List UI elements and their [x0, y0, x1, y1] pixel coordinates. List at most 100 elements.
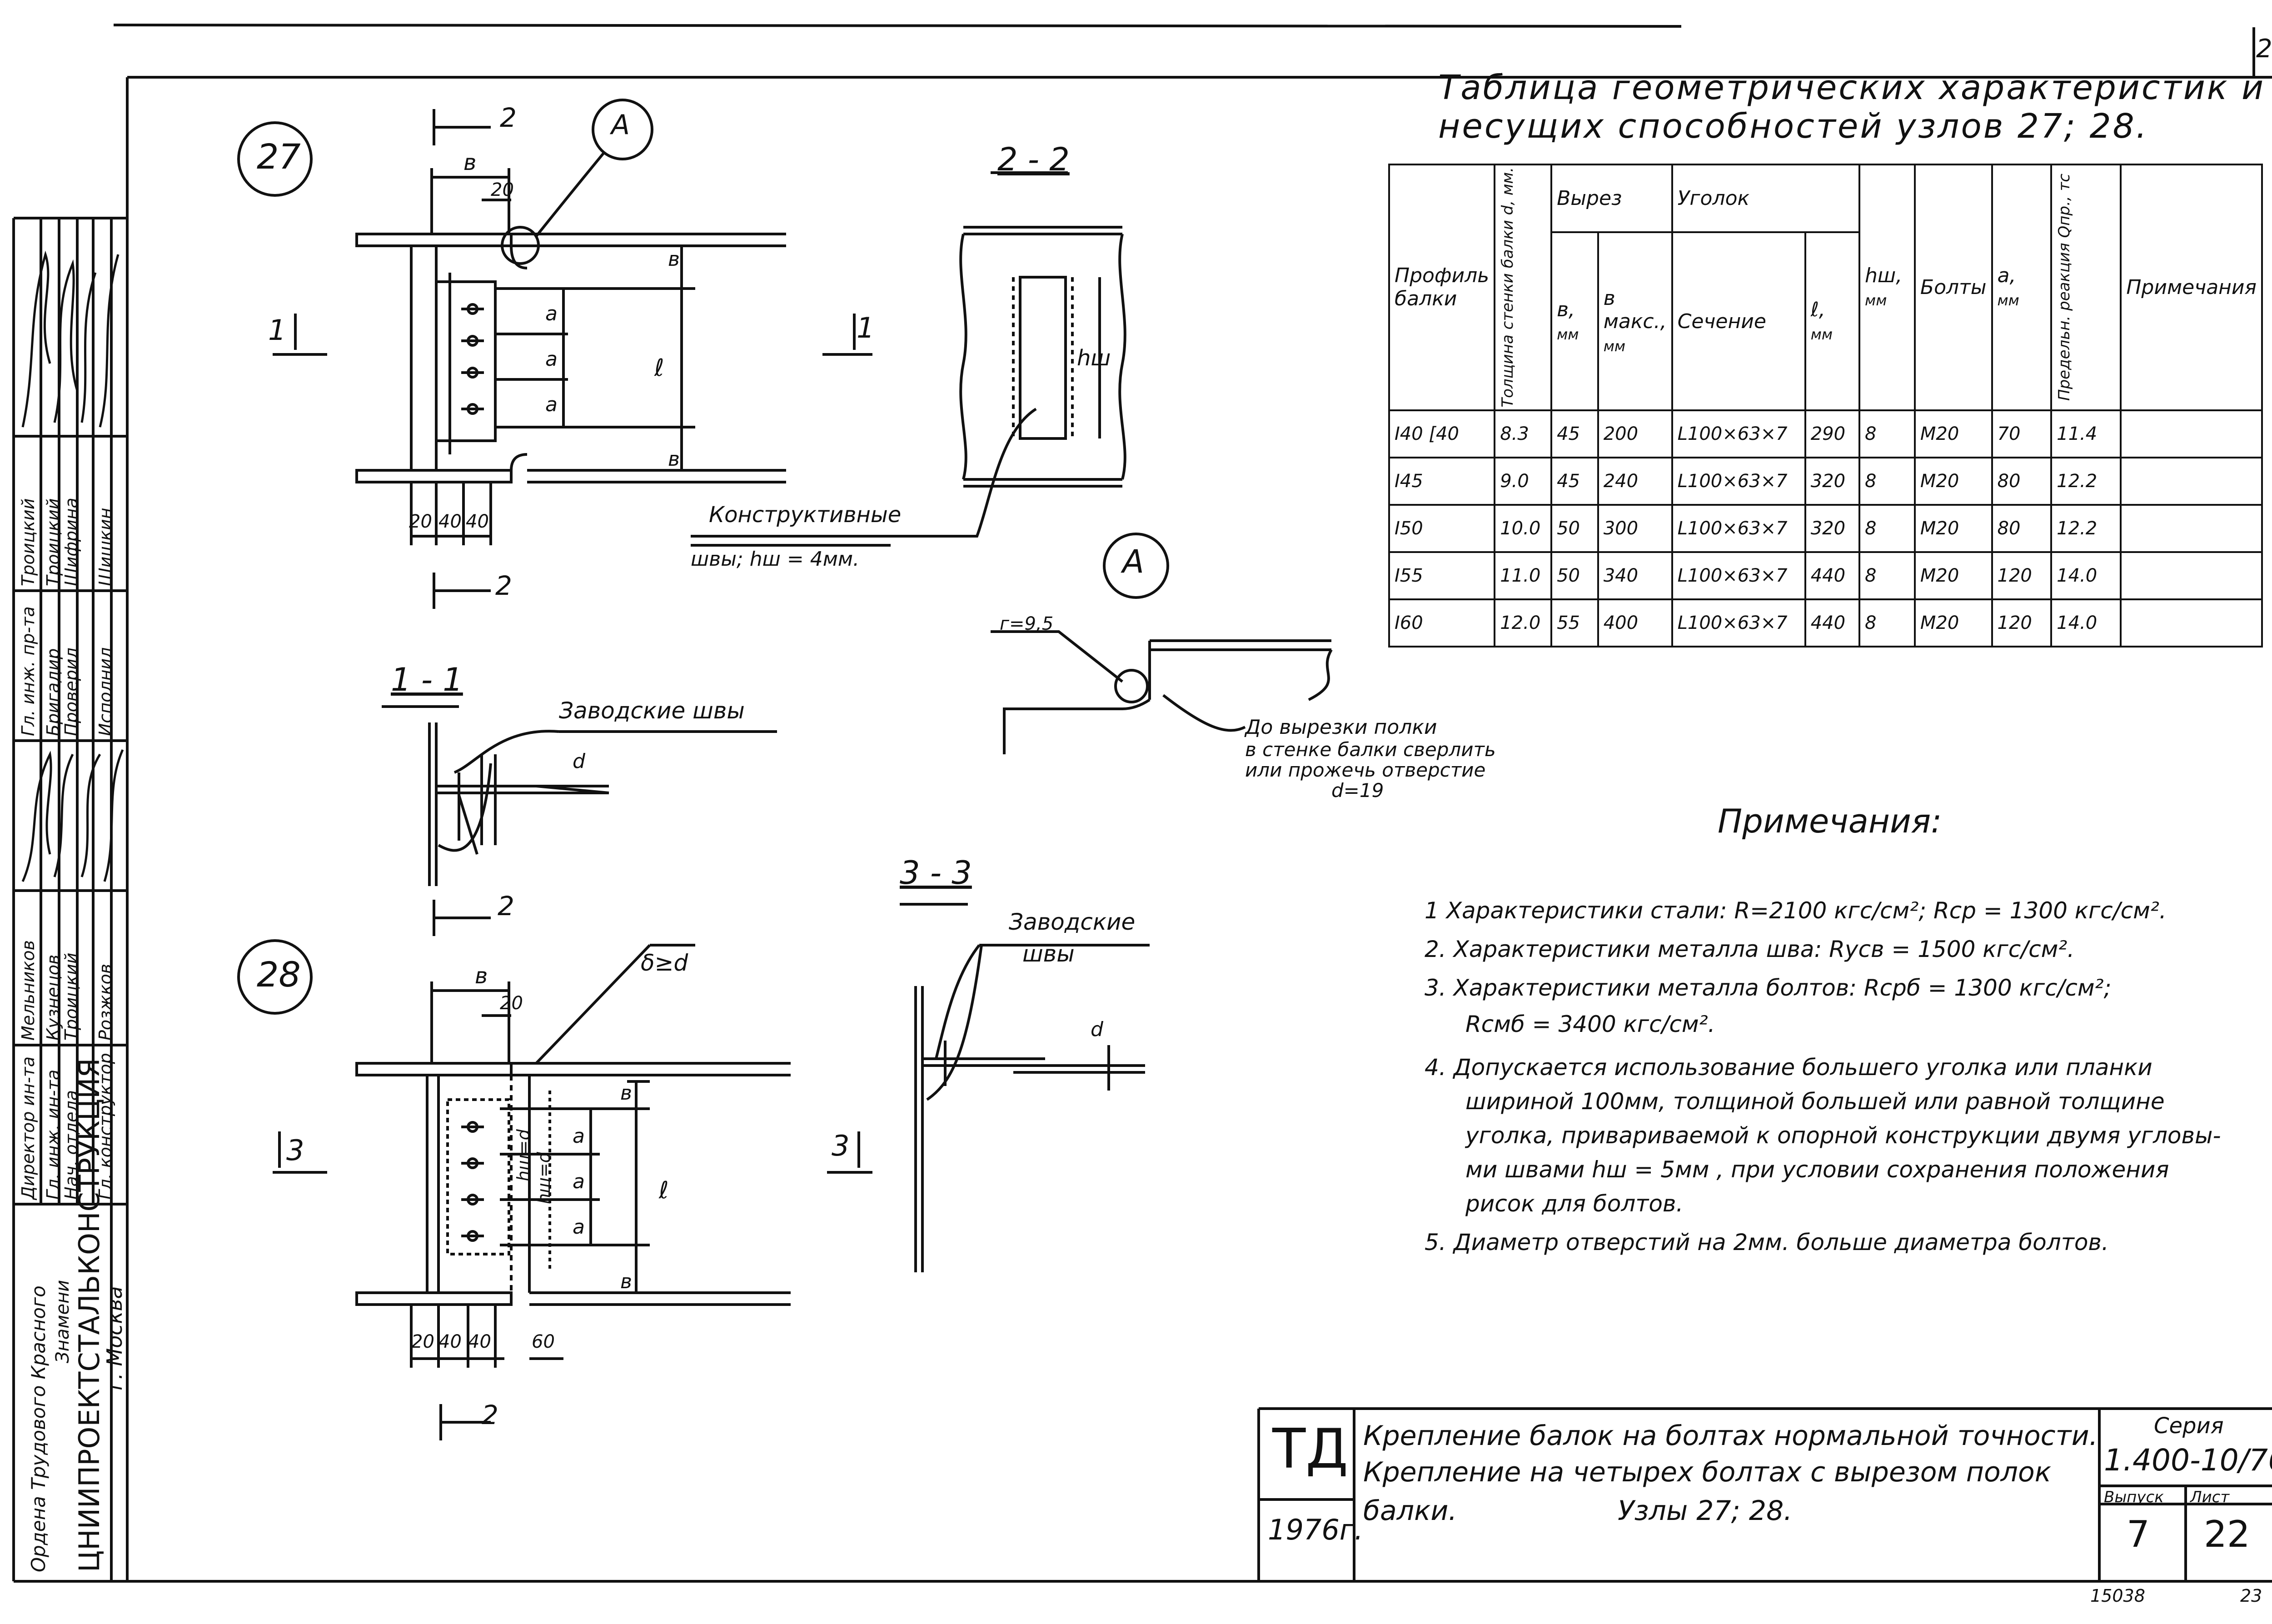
section-mark-1-left: 1 [268, 314, 286, 347]
stamp-role: Проверил [61, 648, 81, 736]
stamp-org-line2: Знамени [52, 1280, 73, 1363]
stamp-role: Бригадир [43, 648, 63, 736]
section-3-3-title: 3 - 3 [900, 854, 972, 892]
stamp-name: Кузнецов [43, 954, 63, 1041]
cell-l: 440 [1804, 551, 1861, 600]
cell-bmax: 400 [1597, 598, 1673, 648]
stamp-org-city: г. Москва [102, 1286, 127, 1390]
hw-eq-d-2: hш=d [534, 1152, 554, 1204]
section-2-2-title: 2 - 2 [997, 141, 1070, 178]
cell-q: 11.4 [2050, 409, 2122, 458]
corner-page-number: 28 [2256, 34, 2272, 64]
cell-a: 80 [1991, 456, 2053, 506]
header-cut-b: в,мм [1550, 231, 1599, 411]
stamp-role: Исполнил [95, 647, 115, 736]
title-line3: балки. [1363, 1495, 1457, 1527]
section-mark-3-right: 3 [832, 1129, 850, 1162]
cell-section: L100×63×7 [1671, 456, 1806, 506]
cell-hw: 8 [1858, 551, 1916, 600]
dim-b-27: в [463, 150, 477, 175]
dim-20-27-bottom: 20 [409, 511, 432, 532]
stamp-name: Троицкий [43, 498, 63, 587]
table-row: I45 9.0 45 240 L100×63×7 320 8 М20 80 12… [1388, 456, 2263, 506]
header-a: а,мм [1991, 164, 2053, 411]
header-cut-bmax: в макс.,мм [1597, 231, 1673, 411]
factory-welds-11: Заводские швы [559, 697, 745, 724]
stamp-name: Шишкин [95, 508, 115, 586]
title-year: 1976г. [1268, 1513, 1364, 1546]
dim-a-27-3: а [545, 393, 558, 416]
hw-eq-d-1: hш=d [513, 1129, 533, 1181]
dim-b-28-low: в [620, 1270, 632, 1293]
dim-b-27-top: в [668, 248, 680, 271]
series-label: Серия [2154, 1413, 2224, 1439]
cell-bmax: 340 [1597, 551, 1673, 600]
stamp-name: Розжков [95, 963, 115, 1041]
node-28-label: 28 [257, 954, 301, 995]
title-nodes: Узлы 27; 28. [1618, 1495, 1793, 1527]
dim-a-28-3: а [573, 1216, 585, 1239]
dim-20-27: 20 [491, 179, 514, 200]
cell-l: 320 [1804, 503, 1861, 553]
delta-label: δ≥d [641, 950, 688, 976]
radius-label: г=9,5 [1000, 613, 1054, 634]
cell-section: L100×63×7 [1671, 503, 1806, 553]
header-web-thickness: Толщина стенки балки d, мм. [1494, 164, 1553, 411]
dim-40-28-a: 40 [438, 1331, 462, 1352]
cell-hw: 8 [1858, 409, 1916, 458]
issue-label: Выпуск [2104, 1488, 2164, 1506]
cell-q: 12.2 [2050, 456, 2122, 506]
cell-b: 50 [1550, 503, 1599, 553]
stamp-role: Гл. инж. ин-та [43, 1069, 63, 1200]
cell-note [2120, 409, 2263, 458]
sheet-value: 22 [2204, 1513, 2250, 1555]
stamp-role: Гл. конструктор [95, 1053, 115, 1200]
bottom-code: 15038 [2090, 1586, 2145, 1606]
cut-note-line4: d=19 [1331, 779, 1384, 802]
cell-d: 9.0 [1494, 456, 1553, 506]
table-title-line1: Таблица геометрических характеристик и [1438, 68, 2266, 107]
node-27-label: 27 [257, 136, 301, 177]
cell-b: 55 [1550, 598, 1599, 648]
note-item: ми швами hш = 5мм , при условии сохранен… [1465, 1156, 2169, 1183]
cell-b: 45 [1550, 409, 1599, 458]
table-title-line2: несущих способностей узлов 27; 28. [1438, 107, 2149, 146]
stamp-role: Директор ин-та [18, 1056, 38, 1200]
cell-profile: I55 [1388, 551, 1496, 600]
cell-q: 14.0 [2050, 551, 2122, 600]
cut-note-line2: в стенке балки сверлить [1245, 738, 1496, 761]
cell-a: 120 [1991, 551, 2053, 600]
factory-welds-33-line2: швы [1022, 941, 1075, 967]
factory-welds-33-line1: Заводские [1009, 909, 1136, 935]
dim-a-28-2: а [573, 1170, 585, 1193]
cell-a: 80 [1991, 503, 2053, 553]
note-item: рисок для болтов. [1465, 1191, 1684, 1217]
cell-bolt: М20 [1913, 456, 1993, 506]
header-cutout: Вырез [1550, 163, 1673, 234]
section-mark-2-top: 2 [500, 102, 517, 133]
cell-a: 120 [1991, 598, 2053, 648]
series-value: 1.400-10/76 [2104, 1443, 2272, 1478]
cell-note [2120, 456, 2263, 506]
stamp-name: Троицкий [18, 498, 38, 587]
header-notes: Примечания [2120, 164, 2263, 411]
header-angle: Уголок [1671, 163, 1861, 234]
cell-section: L100×63×7 [1671, 551, 1806, 600]
cell-bolt: М20 [1913, 409, 1993, 458]
cell-b: 45 [1550, 456, 1599, 506]
cell-bmax: 240 [1597, 456, 1673, 506]
table-row: I55 11.0 50 340 L100×63×7 440 8 М20 120 … [1388, 551, 2263, 600]
cell-section: L100×63×7 [1671, 409, 1806, 458]
cell-q: 14.0 [2050, 598, 2122, 648]
notes-heading: Примечания: [1718, 802, 1942, 840]
title-line1: Крепление балок на болтах нормальной точ… [1363, 1420, 2098, 1452]
dim-a-27-2: а [545, 348, 558, 371]
d-label-33: d [1091, 1018, 1103, 1041]
hw-label-22: hш [1077, 345, 1111, 371]
cell-profile: I40 [40 [1388, 409, 1496, 458]
cell-hw: 8 [1858, 456, 1916, 506]
stamp-name: Шифрина [61, 498, 81, 586]
section-mark-3-left: 3 [286, 1134, 304, 1167]
issue-value: 7 [2127, 1513, 2150, 1555]
dim-a-28-1: а [573, 1125, 585, 1148]
